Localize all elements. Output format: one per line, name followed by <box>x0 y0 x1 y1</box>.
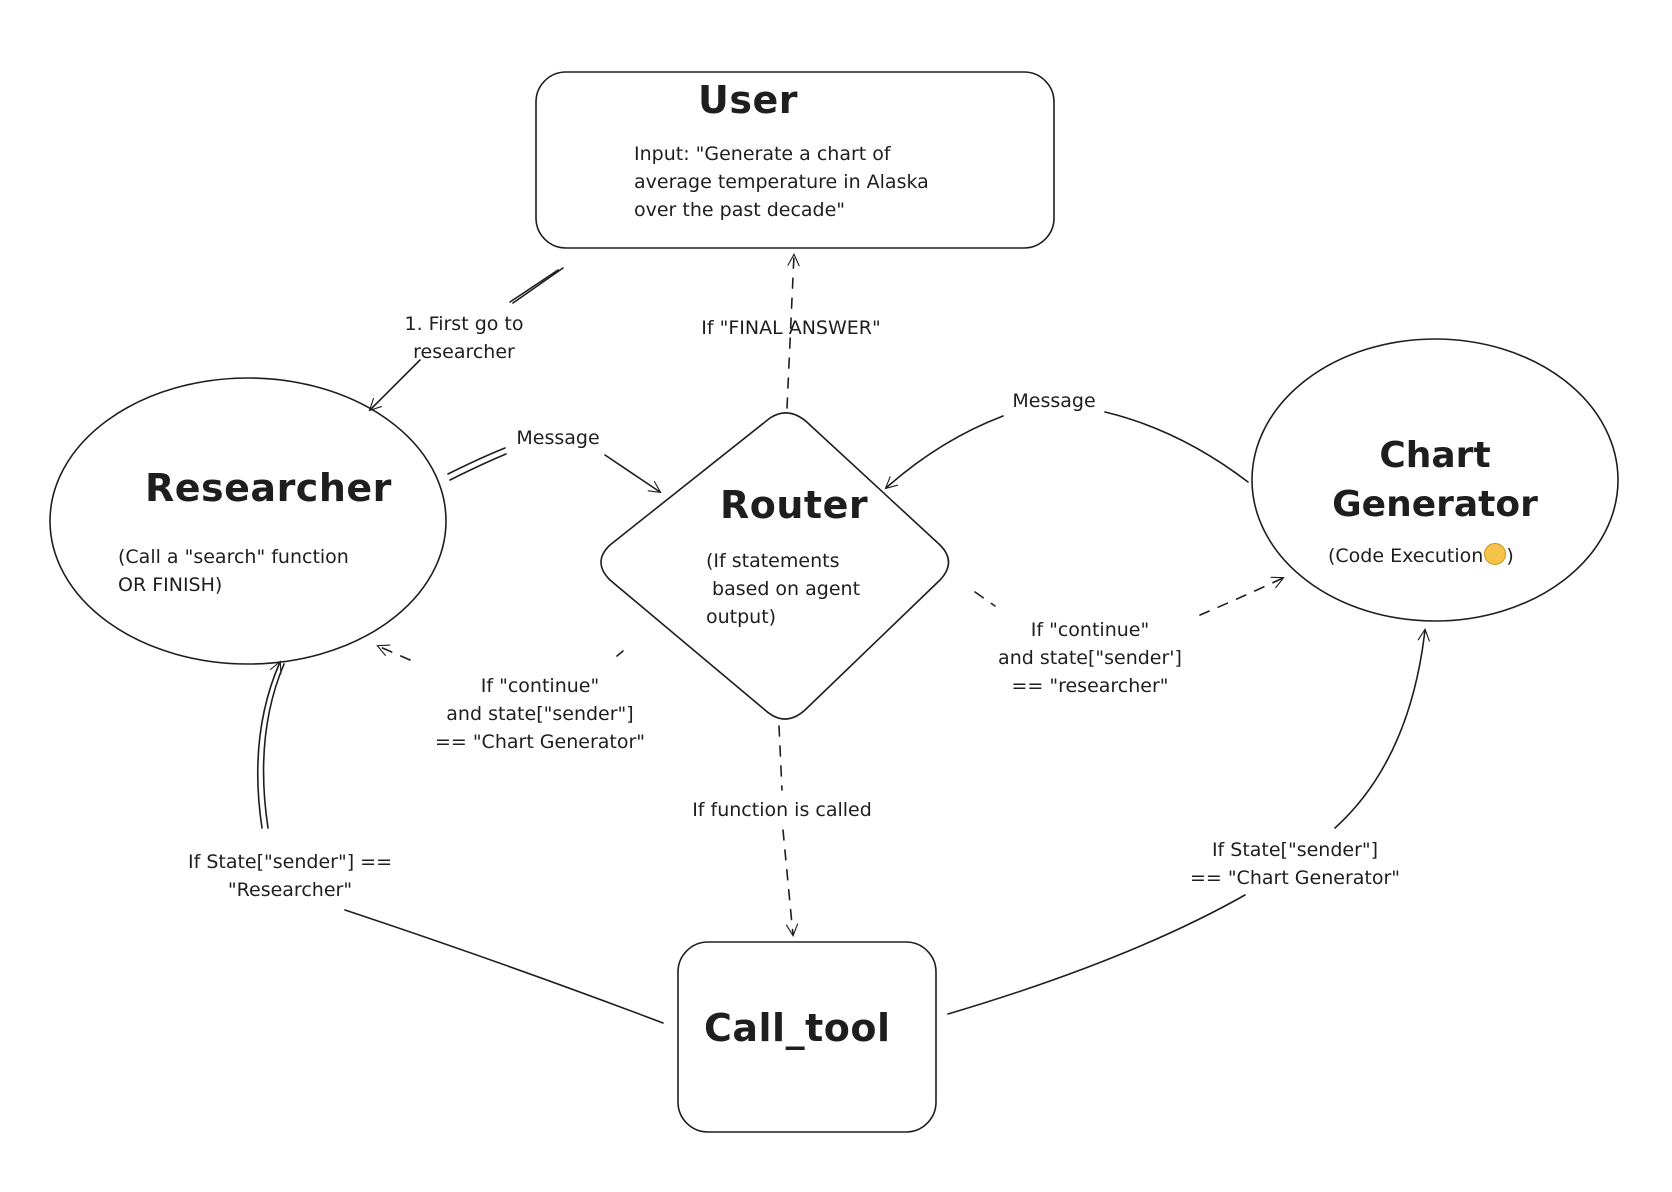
user-input-line-1: Input: "Generate a chart of <box>634 143 891 165</box>
edge-router-to-researcher <box>378 646 624 661</box>
router-desc-line-3: output) <box>706 606 777 628</box>
edge-researcher-to-router <box>447 447 660 492</box>
chart-generator-description: (Code Execution) <box>1328 542 1514 570</box>
edge-label-router-to-call-tool: If function is called <box>692 799 872 821</box>
edge-user-to-researcher-double <box>509 269 559 303</box>
edge-label-call-tool-to-chart: If State["sender"] == "Chart Generator" <box>1170 836 1420 892</box>
edge-label-call-tool-to-researcher-line-1: If State["sender"] == <box>188 851 392 873</box>
user-node[interactable] <box>535 71 1055 249</box>
user-input-line-2: average temperature in Alaska <box>634 171 929 193</box>
router-node[interactable] <box>600 412 950 720</box>
edge-label-router-to-user: If "FINAL ANSWER" <box>701 317 881 339</box>
flushed-face-emoji-icon <box>1484 543 1507 565</box>
researcher-desc-line-1: (Call a "search" function <box>118 546 349 568</box>
call-tool-title: Call_tool <box>704 1006 891 1050</box>
chart-generator-title-line-1: Chart <box>1379 435 1491 476</box>
edge-label-researcher-to-router: Message <box>516 427 600 449</box>
edge-label-router-to-researcher-line-3: == "Chart Generator" <box>434 731 646 753</box>
chart-generator-desc: (Code Execution <box>1328 545 1484 567</box>
edge-call-tool-to-researcher <box>256 662 664 1024</box>
edge-label-user-to-researcher-line-1: 1. First go to <box>404 313 524 335</box>
edge-label-user-to-researcher-line-2: researcher <box>413 341 515 363</box>
edge-router-to-user <box>786 253 800 409</box>
edge-label-router-to-chart-line-1: If "continue" <box>1030 619 1150 641</box>
edge-label-router-to-chart-line-2: and state["sender'] <box>998 647 1182 669</box>
user-input-text: Input: "Generate a chart of average tempe… <box>634 140 929 224</box>
edge-label-call-tool-to-researcher-line-2: "Researcher" <box>227 879 353 901</box>
call-tool-node[interactable] <box>677 941 937 1133</box>
researcher-desc-line-2: OR FINISH) <box>118 574 223 596</box>
chart-generator-title-line-2: Generator <box>1332 483 1538 525</box>
user-title: User <box>698 78 798 122</box>
edge-call-tool-to-researcher-double <box>262 663 285 829</box>
edge-router-to-call-tool <box>778 725 793 935</box>
user-input-line-3: over the past decade" <box>634 199 846 221</box>
edge-label-router-to-researcher: If "continue" and state["sender"] == "Char… <box>420 672 660 756</box>
edge-router-to-chart <box>974 578 1283 616</box>
router-title: Router <box>720 483 869 527</box>
edge-label-call-tool-to-chart-line-2: == "Chart Generator" <box>1189 867 1401 889</box>
edge-researcher-to-router-double <box>449 453 507 481</box>
edge-label-router-to-researcher-line-1: If "continue" <box>480 675 600 697</box>
edge-label-router-to-chart-line-3: == "researcher" <box>1011 675 1169 697</box>
edge-label-call-tool-to-chart-line-1: If State["sender"] <box>1211 839 1379 861</box>
edge-call-tool-to-chart <box>947 630 1425 1015</box>
edge-label-chart-to-router: Message <box>1012 390 1096 412</box>
router-desc-line-2: based on agent <box>706 578 861 600</box>
edge-label-user-to-researcher: 1. First go to researcher <box>384 310 544 366</box>
edge-label-router-to-chart: If "continue" and state["sender'] == "rese… <box>975 616 1205 700</box>
edge-label-call-tool-to-researcher: If State["sender"] == "Researcher" <box>160 848 420 904</box>
researcher-title: Researcher <box>145 466 392 510</box>
router-description: (If statements based on agent output) <box>706 547 860 631</box>
router-desc-line-1: (If statements <box>706 550 840 572</box>
researcher-node[interactable] <box>49 377 447 665</box>
edge-user-to-researcher <box>370 267 564 410</box>
researcher-description: (Call a "search" function OR FINISH) <box>118 543 349 599</box>
chart-generator-desc-close: ) <box>1506 545 1514 567</box>
edge-chart-to-router <box>886 411 1249 488</box>
edge-label-router-to-researcher-line-2: and state["sender"] <box>446 703 634 725</box>
